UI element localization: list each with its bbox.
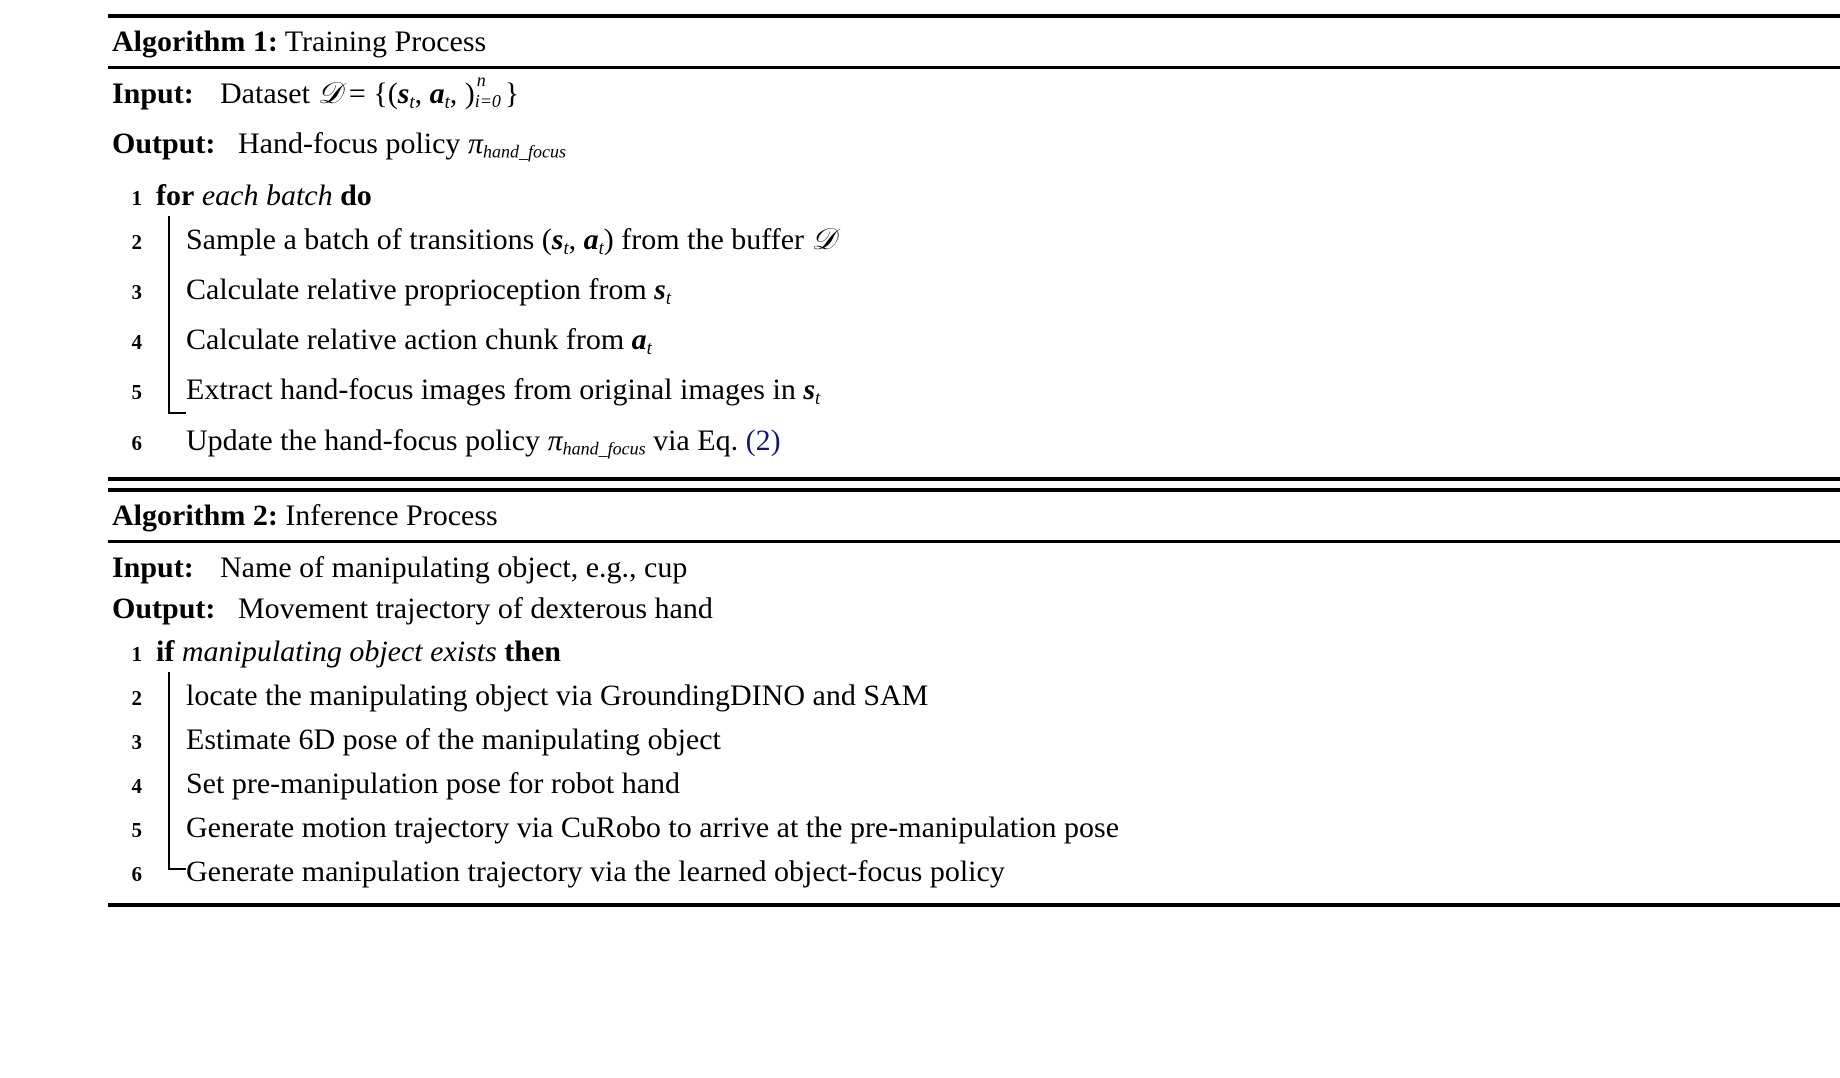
algorithm-1-step-3: 3 Calculate relative proprioception from…: [108, 269, 1840, 319]
step-number: 4: [131, 774, 143, 798]
algorithm-1-step-6: 6 Update the hand-focus policy πhand_foc…: [108, 420, 1840, 470]
algorithm-1-caption-rule: [108, 66, 1840, 69]
step-text: Calculate relative action chunk from at: [186, 323, 652, 360]
step-number: 6: [131, 430, 143, 455]
algorithm-2-step-5: 5 Generate motion trajectory via CuRobo …: [108, 807, 1840, 851]
algorithm-1-step-4: 4 Calculate relative action chunk from a…: [108, 319, 1840, 369]
step-number: 2: [131, 686, 143, 710]
algorithm-2-step-2: 2 locate the manipulating object via Gro…: [108, 675, 1840, 719]
algorithm-1-loop-bar: [168, 215, 186, 414]
algorithm-2-caption-rule: [108, 540, 1840, 543]
step-number: 6: [131, 862, 143, 886]
algorithm-2-input-line: Input: Name of manipulating object, e.g.,…: [112, 547, 1840, 588]
algorithm-2-input-value: Name of manipulating object, e.g., cup: [220, 551, 688, 584]
step-text: Estimate 6D pose of the manipulating obj…: [186, 723, 721, 756]
step-text: Set pre-manipulation pose for robot hand: [186, 767, 681, 800]
step-number: 3: [131, 280, 143, 305]
algorithm-2-block: Algorithm 2: Inference Process Input: Nam…: [108, 488, 1840, 907]
algorithm-1-input-key: Input:: [112, 77, 194, 110]
step-number: 3: [131, 730, 143, 754]
algorithm-2-step-4: 4 Set pre-manipulation pose for robot ha…: [108, 763, 1840, 807]
algorithm-2-output-value: Movement trajectory of dexterous hand: [238, 592, 713, 625]
algorithm-1-bottom-rule: [108, 477, 1840, 482]
algorithm-1-output-line: Output: Hand-focus policy πhand_focus: [112, 123, 1840, 173]
algorithm-2-io: Input: Name of manipulating object, e.g.,…: [108, 543, 1840, 631]
algorithm-2-bottom-rule: [108, 903, 1840, 907]
step-text: Generate manipulation trajectory via the…: [186, 855, 1005, 888]
algorithm-2-label: Algorithm 2:: [112, 499, 278, 532]
algorithm-1-output-key: Output:: [112, 127, 216, 161]
step-number: 5: [131, 818, 143, 842]
algorithm-2-branch-bar: [168, 672, 186, 870]
step-text: Extract hand-focus images from original …: [186, 373, 821, 410]
algorithm-2-output-key: Output:: [112, 592, 216, 625]
step-text: for each batch do: [156, 178, 372, 212]
algorithm-2-output-line: Output: Movement trajectory of dexterous …: [112, 588, 1840, 629]
step-text: locate the manipulating object via Groun…: [186, 679, 929, 712]
equation-reference-2[interactable]: (2): [745, 423, 781, 457]
step-number: 5: [131, 380, 143, 405]
algorithm-2-steps: 1 if manipulating object exists then 2 l…: [108, 631, 1840, 903]
algorithm-2-title: Inference Process: [285, 499, 498, 532]
step-text: Update the hand-focus policy πhand_focus…: [186, 423, 781, 459]
step-number: 2: [131, 229, 143, 254]
step-text: if manipulating object exists then: [156, 635, 561, 668]
algorithm-2-step-6: 6 Generate manipulation trajectory via t…: [108, 851, 1840, 895]
algorithm-1-step-2: 2 Sample a batch of transitions (st, at)…: [108, 219, 1840, 269]
algorithm-2-caption: Algorithm 2: Inference Process: [108, 492, 1840, 540]
algorithm-1-output-value: Hand-focus policy πhand_focus: [238, 127, 566, 162]
algorithm-1-caption: Algorithm 1: Training Process: [108, 18, 1840, 66]
algorithm-2-input-key: Input:: [112, 551, 194, 584]
step-number: 1: [131, 642, 143, 666]
algorithm-1-top-rule: [108, 14, 1840, 18]
step-number: 4: [131, 330, 143, 355]
algorithm-2-step-3: 3 Estimate 6D pose of the manipulating o…: [108, 719, 1840, 763]
algorithm-1-step-1: 1 for each batch do: [108, 175, 1840, 219]
step-text: Calculate relative proprioception from s…: [186, 273, 672, 310]
algorithm-1-label: Algorithm 1:: [112, 25, 278, 58]
step-text: Generate motion trajectory via CuRobo to…: [186, 811, 1120, 844]
algorithm-1-block: Algorithm 1: Training Process Input: Data…: [108, 14, 1840, 482]
algorithm-2-top-rule: [108, 488, 1840, 492]
step-text: Sample a batch of transitions (st, at) f…: [186, 221, 836, 260]
algorithm-2-step-1: 1 if manipulating object exists then: [108, 631, 1840, 675]
step-number: 1: [131, 185, 143, 210]
algorithm-1-step-5: 5 Extract hand-focus images from origina…: [108, 369, 1840, 419]
algorithm-1-title: Training Process: [284, 25, 487, 58]
algorithm-1-steps: 1 for each batch do 2 Sample a batch of …: [108, 175, 1840, 477]
